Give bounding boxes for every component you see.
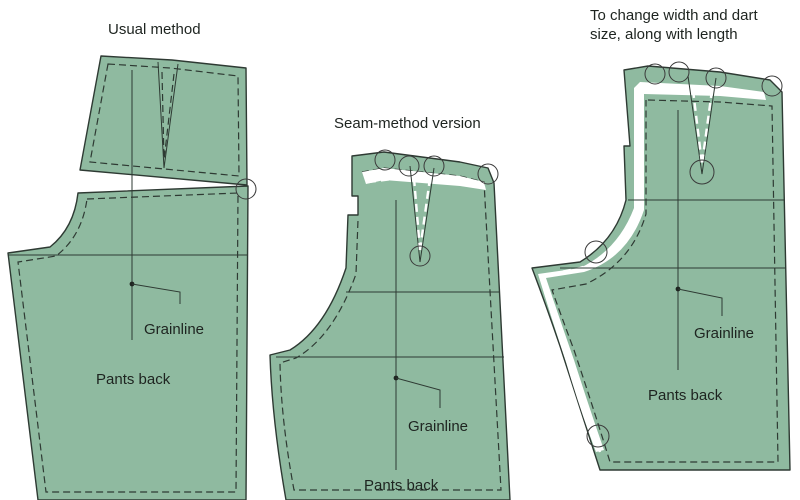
change-circle-4	[761, 75, 783, 97]
change-piece-label: Pants back	[648, 387, 723, 404]
seam-grain-leader	[395, 377, 441, 408]
change-dart	[687, 75, 717, 175]
change-heading-line1: To change width and dart	[590, 7, 758, 24]
change-circle-dart	[689, 159, 715, 185]
change-circle-crotch	[584, 240, 608, 264]
panel-usual-method: Usual method Grainline Pants back	[7, 21, 257, 500]
seam-piece	[269, 151, 511, 500]
seam-circle-2	[398, 155, 420, 177]
usual-dart	[157, 61, 179, 169]
panel-seam-method: Seam-method version Grainline Pants back	[269, 115, 511, 500]
panel-change-width: To change width and dart size, along wit…	[531, 7, 791, 471]
change-grain-leader	[677, 288, 723, 316]
seam-circle-3	[423, 155, 445, 177]
usual-grain-leader	[131, 283, 181, 304]
usual-dart-inner	[161, 71, 175, 161]
change-inner-band	[538, 82, 766, 452]
seam-top-dash	[367, 176, 485, 190]
change-circle-1	[644, 63, 666, 85]
change-outline-dashed	[551, 99, 779, 463]
usual-leg-piece	[7, 185, 249, 500]
seam-outline-dashed	[279, 167, 502, 491]
change-circle-hem	[586, 424, 610, 448]
usual-leg-seam	[17, 192, 239, 493]
change-grainline-label: Grainline	[694, 325, 754, 342]
seam-heading: Seam-method version	[334, 115, 481, 132]
usual-grainline-label: Grainline	[144, 321, 204, 338]
change-circle-2	[668, 61, 690, 83]
usual-heading: Usual method	[108, 21, 201, 38]
change-heading-line2: size, along with length	[590, 26, 738, 43]
usual-match-circle	[235, 178, 257, 200]
seam-circle-1	[374, 149, 396, 171]
seam-grainline-label: Grainline	[408, 418, 468, 435]
seam-circle-dart	[409, 245, 431, 267]
change-inner-dash	[540, 90, 765, 453]
change-circle-3	[705, 67, 727, 89]
seam-circle-4	[477, 163, 499, 185]
usual-yoke-seam	[89, 63, 240, 177]
seam-piece-label: Pants back	[364, 477, 439, 494]
usual-piece-label: Pants back	[96, 371, 171, 388]
